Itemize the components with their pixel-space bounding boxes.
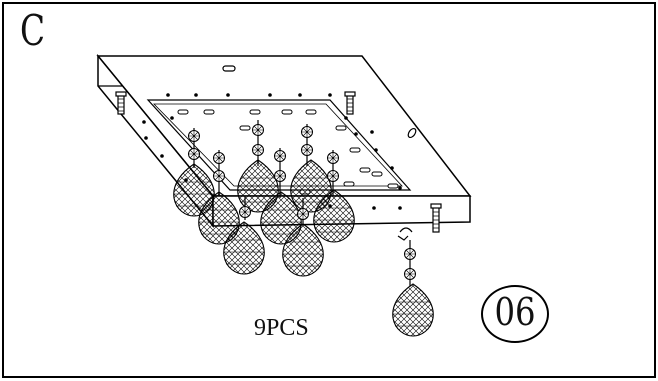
quantity-label: 9PCS	[254, 315, 309, 341]
step-number: 06	[494, 290, 536, 334]
panel-letter: C	[20, 6, 46, 55]
mounting-screws	[115, 91, 442, 233]
crystal-strands	[173, 120, 434, 337]
step-number-badge: 06	[481, 285, 549, 343]
